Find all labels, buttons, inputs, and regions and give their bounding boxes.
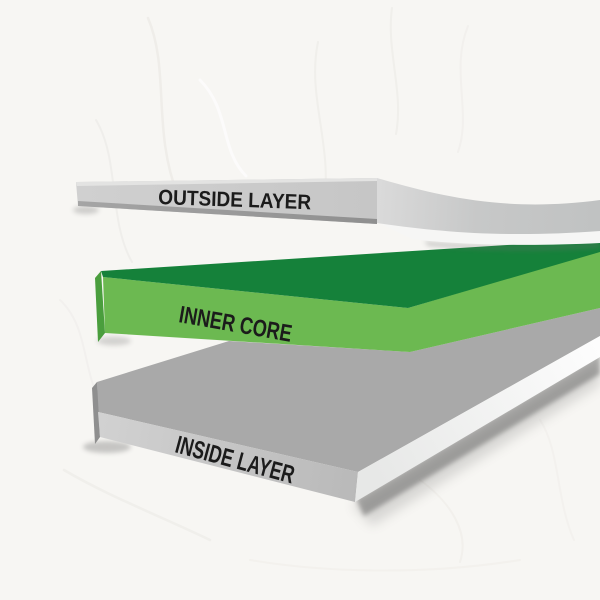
inner-core-slab: INNER CORE — [95, 239, 600, 352]
outside-layer-label: OUTSIDE LAYER — [158, 186, 312, 214]
outside-layer-sheet: OUTSIDE LAYER — [76, 178, 600, 251]
inside-layer-front-face — [98, 412, 358, 502]
sheet-cast-shadow — [424, 241, 600, 251]
outside-layer-curved-edge — [377, 178, 600, 235]
inside-layer-top-face — [97, 308, 600, 472]
inner-core-top-face — [101, 239, 600, 308]
inside-layer-right-face — [355, 336, 600, 502]
outside-layer-left-shadow — [73, 206, 99, 214]
inner-core-left-face — [95, 271, 105, 342]
inside-layer-left-face — [92, 382, 100, 444]
inner-core-left-shadow — [97, 336, 131, 346]
outside-layer-front-face — [76, 178, 377, 224]
bottom-slab-shadow — [356, 354, 600, 516]
inner-core-front-face — [103, 251, 600, 352]
outside-layer-bottom-edge — [78, 201, 377, 224]
outside-layer-top-highlight — [76, 178, 377, 186]
